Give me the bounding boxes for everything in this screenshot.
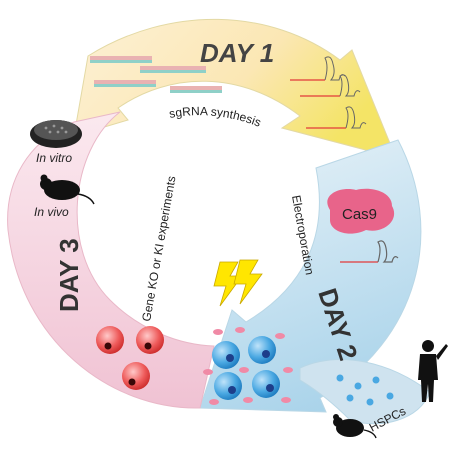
edited-cell-icon (96, 326, 164, 390)
in-vitro-label: In vitro (36, 151, 72, 165)
sgrna-day2-icon (340, 240, 399, 263)
day1-process-label: sgRNA synthesis (168, 104, 263, 130)
sgrna-icon (290, 79, 346, 129)
day1-arrow (73, 18, 397, 159)
hspc-cells-icon (336, 374, 394, 406)
day1-title: DAY 1 (200, 38, 274, 68)
dna-template-icon (90, 56, 222, 93)
hspc-source-region (299, 359, 431, 425)
in-vivo-label: In vivo (34, 205, 69, 219)
lightning-icon (213, 259, 263, 307)
cas9-protein-icon (327, 188, 395, 234)
cas9-label: Cas9 (342, 206, 377, 223)
cell-icon (212, 336, 280, 400)
day2-process-label: Electroporation (289, 194, 317, 276)
mouse-icon (333, 414, 377, 439)
rnp-particles (203, 327, 293, 405)
day3-process-label: Gene KO or KI experiments (139, 175, 178, 323)
human-icon (418, 340, 448, 402)
day3-title: DAY 3 (54, 238, 84, 312)
petri-dish-icon (30, 120, 82, 148)
sgrna-scaffold-icon (324, 56, 367, 129)
mouse-icon (40, 174, 95, 205)
